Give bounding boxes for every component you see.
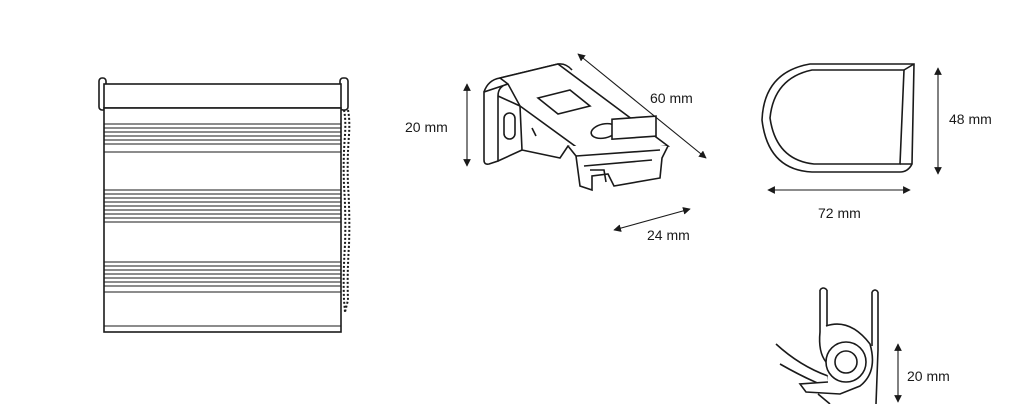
- label-bracket-depth: 24 mm: [647, 227, 690, 243]
- blind-bead-chain-right: [344, 109, 351, 313]
- dimension-bracket-length: [577, 53, 707, 159]
- profile-detail: [775, 287, 879, 404]
- bracket-wall-slot: [503, 112, 516, 140]
- end-cover: [761, 63, 915, 173]
- label-cover-width: 72 mm: [818, 205, 861, 221]
- label-profile-height: 20 mm: [907, 368, 950, 384]
- mounting-bracket: [483, 63, 671, 192]
- blind-stripe-band-1: [104, 123, 341, 153]
- bracket-clip-tab: [611, 115, 657, 141]
- label-bracket-length: 60 mm: [650, 90, 693, 106]
- label-cover-height: 48 mm: [949, 111, 992, 127]
- label-bracket-height: 20 mm: [405, 119, 448, 135]
- profile-fabric-tail: [775, 343, 832, 390]
- end-cover-inner: [769, 69, 905, 165]
- bracket-top-arm: [498, 63, 671, 155]
- end-cover-outer: [761, 63, 915, 173]
- blind-fabric: [103, 107, 342, 333]
- dimension-bracket-depth: [613, 207, 691, 232]
- blind-stripe-band-2: [104, 189, 341, 223]
- blind-stripe-band-3: [104, 261, 341, 293]
- roller-blind: [98, 77, 351, 333]
- blind-bead-chain-left: [342, 109, 347, 313]
- blind-roller-tube: [103, 83, 342, 109]
- profile-roller-inner: [834, 350, 858, 374]
